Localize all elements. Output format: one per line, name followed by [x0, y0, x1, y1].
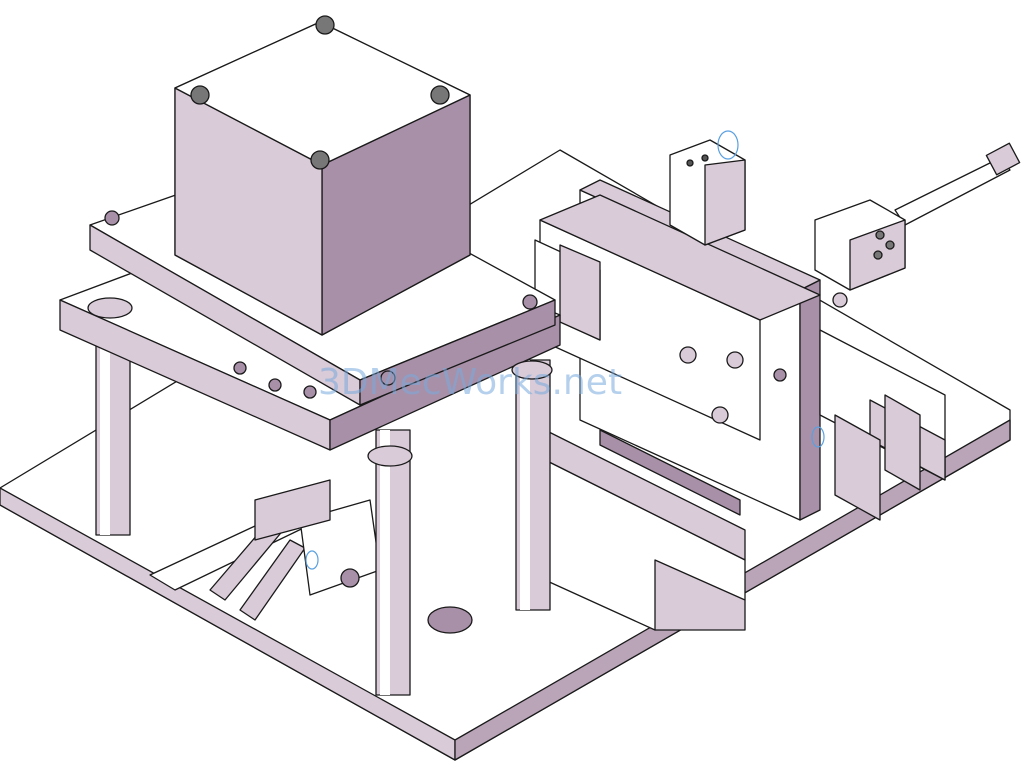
- slide-rails: [544, 429, 746, 631]
- punch-fixture: [254, 479, 381, 596]
- linear-guide-blocks: [819, 329, 946, 521]
- pneumatic-cylinder: [814, 142, 1021, 291]
- sensor-fittings: [679, 292, 848, 424]
- motor-housing-cube: [174, 15, 471, 336]
- highlight-rings: [305, 130, 825, 570]
- top-clamp-blocks: [669, 139, 746, 246]
- watermark-text: 3DMecWorks.net: [318, 362, 623, 403]
- base-hole: [427, 606, 473, 634]
- guide-pillars: [95, 299, 551, 696]
